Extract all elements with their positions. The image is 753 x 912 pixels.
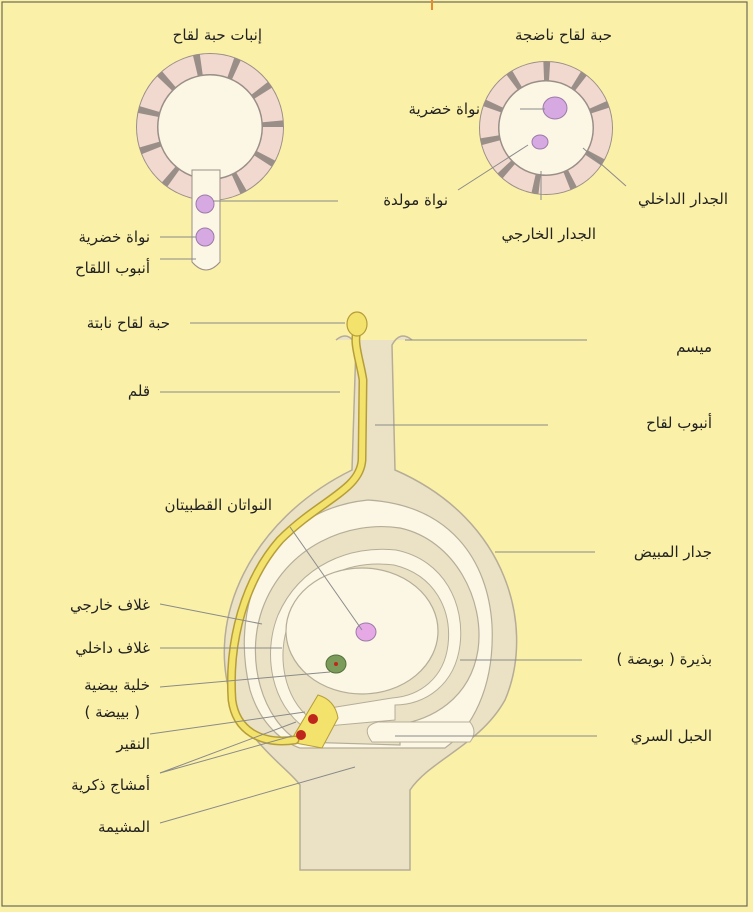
label-ovule: بذيرة ( بويضة ) (616, 650, 712, 668)
inner-wall-left (158, 75, 262, 179)
label-pollen-tube-small: أنبوب اللقاح (75, 258, 150, 277)
label-placenta: المشيمة (98, 818, 150, 836)
vegetative-nucleus-right (543, 97, 567, 119)
label-egg-cell-sub: ( بييضة ) (84, 703, 140, 721)
label-funiculus: الحبل السري (631, 727, 712, 746)
label-micropyle: النقير (115, 735, 150, 753)
label-pollen-tube: أنبوب لقاح (646, 413, 712, 432)
inner-wall-right (499, 81, 593, 175)
label-stigma: ميسم (676, 338, 712, 356)
mature-pollen-grain (489, 71, 603, 185)
label-germinating-grain: حبة لقاح نابتة (87, 314, 170, 332)
label-outer-integument: غلاف خارجي (70, 596, 150, 615)
label-polar-nuclei: النواتان القطبيتان (164, 496, 272, 514)
title-mature: حبة لقاح ناضجة (515, 26, 612, 44)
label-egg-cell: خلية بيضية (84, 676, 150, 694)
generative-nucleus-right (532, 135, 548, 149)
sperm-cell-2 (296, 730, 306, 740)
label-inner-wall: الجدار الداخلي (638, 190, 728, 209)
label-sperm-cells: أمشاج ذكرية (71, 775, 150, 795)
label-vegetative-nucleus-top: نواة خضرية (409, 100, 481, 118)
funiculus-slit (367, 722, 474, 742)
label-outer-wall: الجدار الخارجي (502, 225, 596, 244)
vegetative-nucleus-left (196, 228, 214, 246)
sperm-cell-1 (308, 714, 318, 724)
germinating-pollen-on-stigma (347, 312, 367, 336)
egg-nucleus (334, 662, 338, 666)
generative-nucleus-left (196, 195, 214, 213)
label-style: قلم (128, 382, 150, 400)
pollen-tube-small (192, 170, 220, 270)
title-germination: إنبات حبة لقاح (173, 26, 262, 44)
label-vegetative-nucleus-left: نواة خضرية (79, 228, 151, 246)
label-generative-nucleus: نواة مولدة (383, 191, 448, 209)
label-inner-integument: غلاف داخلي (75, 639, 150, 658)
label-ovary-wall: جدار المبيض (634, 543, 712, 561)
